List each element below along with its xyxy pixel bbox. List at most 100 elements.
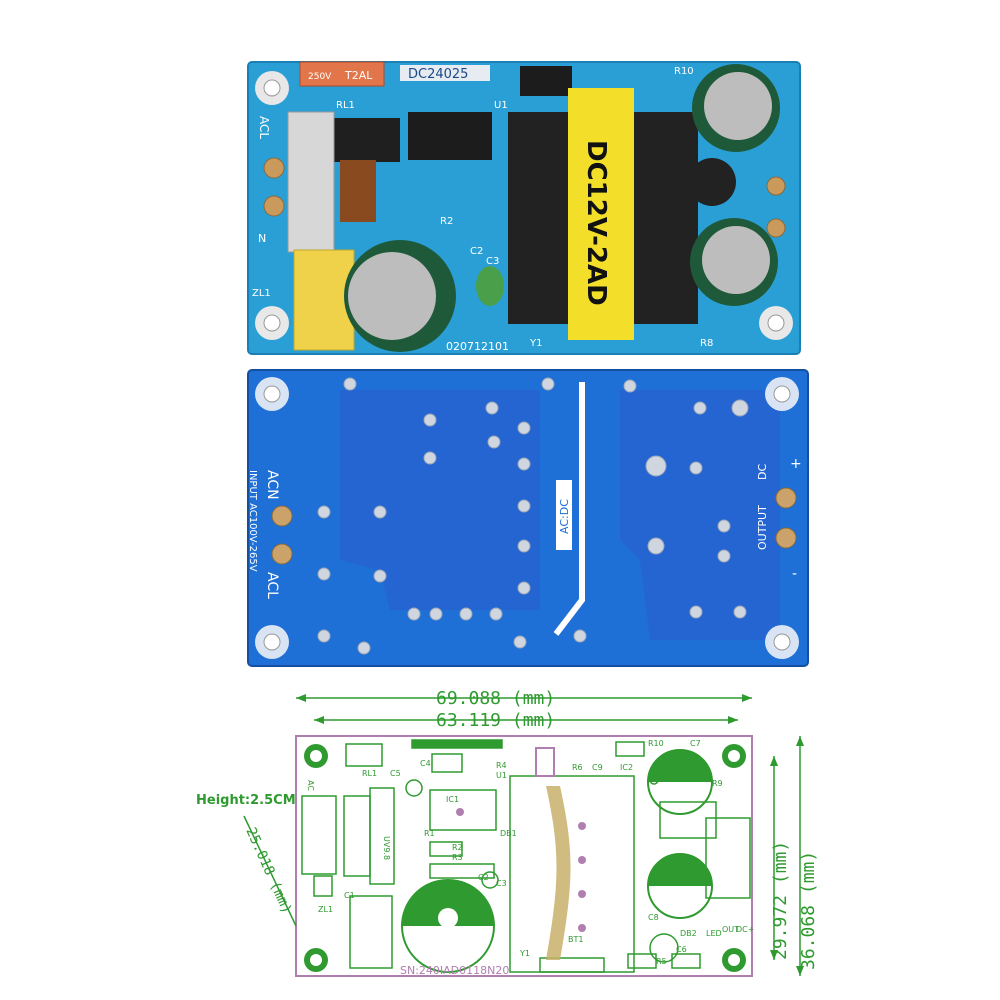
acn-label: ACN [264, 470, 280, 500]
fuse-label: T2AL [344, 69, 373, 82]
terminal-pad [263, 195, 285, 217]
diagram-label: C9 [592, 763, 603, 772]
height-inner-label: 29.972 (mm) [770, 841, 791, 960]
transformer-pins [456, 808, 586, 932]
bulk-capacitor-top [348, 252, 436, 340]
footprints [301, 739, 751, 973]
mounting-hole [255, 377, 289, 411]
model-label-box [400, 65, 490, 81]
diagram-label: C1 [344, 891, 355, 900]
output-pad [775, 487, 797, 509]
plus-label: + [790, 456, 802, 472]
acl-label: ACL [264, 572, 280, 599]
diagram-label: C3 [496, 879, 507, 888]
height-outer-label: 36.068 (mm) [798, 851, 819, 970]
diagram-label: DB1 [500, 829, 517, 838]
diagram-labels: RL1 C5 C4 R4 U1 R10 C7 IC1 R1 R2 R3 C1 C… [306, 739, 754, 966]
transformer-pin-mark [535, 747, 555, 777]
output-pad [775, 527, 797, 549]
silk-label: RL1 [336, 100, 355, 111]
silk-label: C2 [470, 246, 483, 257]
diagram-label: Y1 [519, 949, 530, 958]
common-mode-choke [340, 160, 376, 222]
mounting-hole [722, 744, 746, 768]
output-capacitor-footprint [647, 853, 713, 919]
isolation-slot [553, 382, 585, 636]
diagram-label: C6 [676, 945, 687, 954]
diagram-label: BT1 [568, 935, 583, 944]
mounting-hole [255, 306, 289, 340]
hole-diag-line [243, 815, 297, 927]
dimension-diagram: 69.088 (mm) 63.119 (mm) [196, 688, 819, 977]
top-board-photo: T2AL 250V DC24025 DC12V-2AD ACL N ZL1 R1… [247, 61, 801, 355]
minus-label: - [792, 566, 797, 582]
diagram-label: OUT [722, 925, 739, 934]
terminal-pad [263, 157, 285, 179]
solder-joints [317, 377, 749, 655]
silk-label: U1 [494, 100, 508, 111]
transformer-label-bg [568, 88, 634, 340]
diagram-label: C2 [478, 873, 489, 882]
output-capacitor-footprint [647, 749, 713, 815]
diagram-label: R1 [424, 829, 435, 838]
transformer-slot [546, 786, 571, 960]
silk-label: C3 [486, 256, 499, 267]
fuse-sub-label: 250V [308, 72, 332, 82]
diagram-label: DC+ [736, 925, 754, 934]
board-outline [295, 735, 753, 977]
hole-diag-label: 25.018 (mm) [242, 825, 294, 916]
diagram-code: SN:240IAD0118N20 [400, 964, 509, 977]
model-label: DC24025 [408, 67, 468, 82]
diagram-label: RL1 [362, 769, 377, 778]
output-pad [766, 218, 786, 238]
diagram-label: LED [706, 929, 722, 938]
diagram-label: R10 [648, 739, 664, 748]
board-code: 020712101 [446, 340, 509, 353]
copper-pour [620, 390, 780, 640]
input-terminal [287, 111, 335, 253]
width-inner-label: 63.119 (mm) [436, 710, 555, 731]
diagram-label: IC2 [620, 763, 633, 772]
diagram-label: UV9.8 [382, 836, 391, 860]
width-outer-label: 69.088 (mm) [436, 688, 555, 709]
diagram-label: U1 [496, 771, 507, 780]
silk-label: N [258, 232, 266, 245]
diagram-label: C4 [420, 759, 431, 768]
relay [332, 118, 400, 162]
output-label: OUTPUT [756, 505, 769, 550]
transformer-label: DC12V-2AD [581, 140, 611, 306]
mounting-hole [255, 625, 289, 659]
dc-label: DC [756, 464, 769, 480]
diagram-label: R9 [712, 779, 723, 788]
mounting-hole [765, 625, 799, 659]
diagram-label: DB2 [680, 929, 697, 938]
output-capacitor-top [704, 72, 772, 140]
diagram-label: R6 [572, 763, 583, 772]
silk-label: R10 [674, 66, 694, 77]
ic-chip-small [520, 66, 572, 96]
diagram-label: C8 [648, 913, 659, 922]
diagram-label: C5 [390, 769, 401, 778]
y-capacitor [476, 266, 504, 306]
diagram-label: ZL1 [318, 905, 333, 914]
diagram-label: AC [306, 780, 315, 791]
output-pad [766, 176, 786, 196]
diagram-label: C7 [690, 739, 701, 748]
silk-label: R8 [700, 338, 713, 349]
mounting-hole [722, 948, 746, 972]
input-pad [271, 505, 293, 527]
output-inductor [688, 158, 736, 206]
silk-label: Y1 [529, 338, 542, 349]
diagram-label: R4 [496, 761, 507, 770]
silk-label: R2 [440, 216, 453, 227]
mounting-hole [304, 948, 328, 972]
silk-label: ACL [257, 116, 271, 139]
mounting-hole [304, 744, 328, 768]
diagram-label: R3 [452, 853, 463, 862]
diagram-label: R2 [452, 843, 463, 852]
diagram-label: R5 [656, 957, 667, 966]
height-note: Height:2.5CM [196, 793, 296, 808]
acdc-label: AC:DC [558, 499, 571, 534]
mounting-hole [759, 306, 793, 340]
bottom-board-photo: ACN INPUT AC100V-265V ACL AC:DC DC OUTPU… [247, 369, 809, 667]
